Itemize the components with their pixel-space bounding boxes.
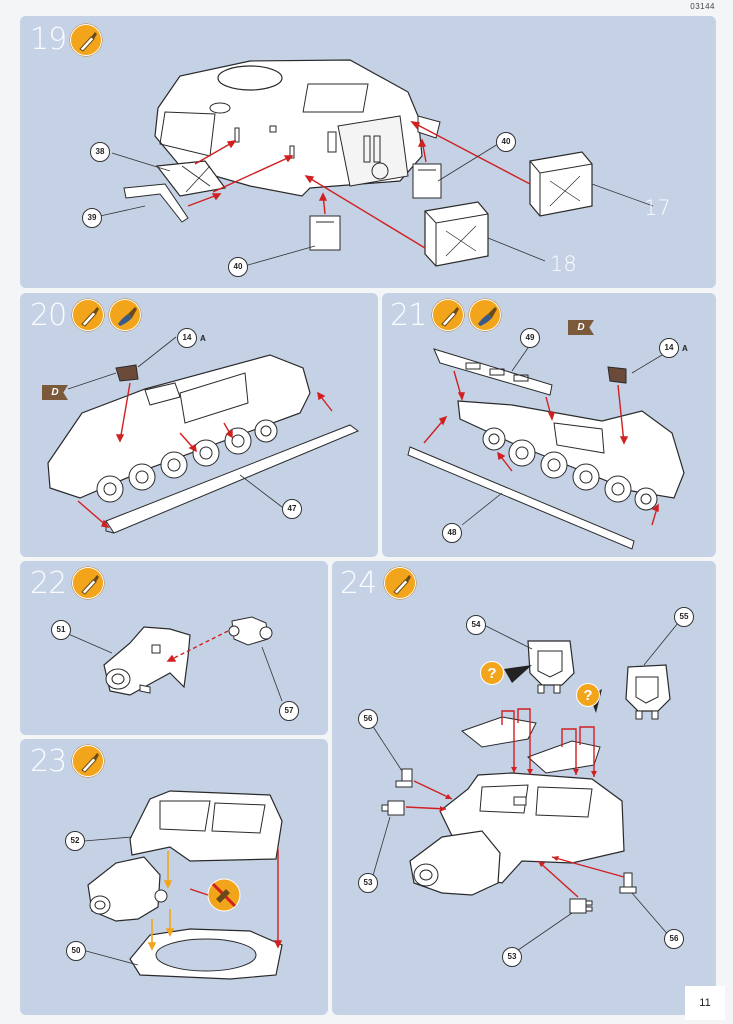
- page-number: 11: [685, 986, 725, 1020]
- step-number: 21: [390, 298, 427, 333]
- callout-55: 55: [674, 607, 694, 627]
- callout-14: 14: [177, 328, 197, 348]
- callout-40-right: 40: [496, 132, 516, 152]
- step-number: 22: [30, 566, 67, 601]
- paint-brush-icon: [109, 299, 141, 331]
- step-19-panel: 19: [20, 16, 716, 288]
- step-21-panel: 21 49: [382, 293, 716, 557]
- catalog-code: 03144: [690, 2, 715, 11]
- callout-39: 39: [82, 208, 102, 228]
- callout-14: 14: [659, 338, 679, 358]
- step-number: 20: [30, 298, 67, 333]
- brush-glue-icon: [70, 24, 102, 56]
- step-24-panel: 24: [332, 561, 716, 1015]
- callout-52: 52: [65, 831, 85, 851]
- callout-38: 38: [90, 142, 110, 162]
- option-question-badge: ?: [576, 683, 600, 707]
- step-number: 19: [30, 22, 67, 57]
- callout-suffix: A: [682, 344, 688, 353]
- callout-51: 51: [51, 620, 71, 640]
- callout-56-right: 56: [664, 929, 684, 949]
- brush-glue-icon: [72, 745, 104, 777]
- callout-suffix: A: [200, 334, 206, 343]
- hull-right-illustration: [407, 344, 685, 550]
- option-question-badge: ?: [480, 661, 504, 685]
- part-label-17: 17: [644, 196, 671, 220]
- callout-57: 57: [279, 701, 299, 721]
- paint-brush-icon: [469, 299, 501, 331]
- step-22-panel: 22 51 57: [20, 561, 328, 735]
- turret-hatches-illustration: [371, 622, 679, 958]
- hull-left-illustration: [47, 336, 359, 534]
- brush-glue-icon: [72, 567, 104, 599]
- hull-rear-illustration: [99, 59, 654, 267]
- callout-56-left: 56: [358, 709, 378, 729]
- callout-50: 50: [66, 941, 86, 961]
- step-number: 24: [340, 566, 377, 601]
- brush-glue-icon: [72, 299, 104, 331]
- callout-53-bottom: 53: [502, 947, 522, 967]
- callout-40-bottom: 40: [228, 257, 248, 277]
- step-23-panel: 23 52 50: [20, 739, 328, 1015]
- callout-47: 47: [282, 499, 302, 519]
- callout-54: 54: [466, 615, 486, 635]
- decal-d-flag: D: [568, 320, 594, 335]
- gun-mantlet-illustration: [65, 616, 283, 702]
- brush-glue-icon: [432, 299, 464, 331]
- callout-49: 49: [520, 328, 540, 348]
- step-number: 23: [30, 744, 67, 779]
- brush-glue-icon: [384, 567, 416, 599]
- step-20-panel: 20 14 A: [20, 293, 378, 557]
- callout-53-left: 53: [358, 873, 378, 893]
- turret-illustration: [83, 790, 283, 980]
- callout-48: 48: [442, 523, 462, 543]
- part-label-18: 18: [550, 252, 577, 276]
- decal-d-flag: D: [42, 385, 68, 400]
